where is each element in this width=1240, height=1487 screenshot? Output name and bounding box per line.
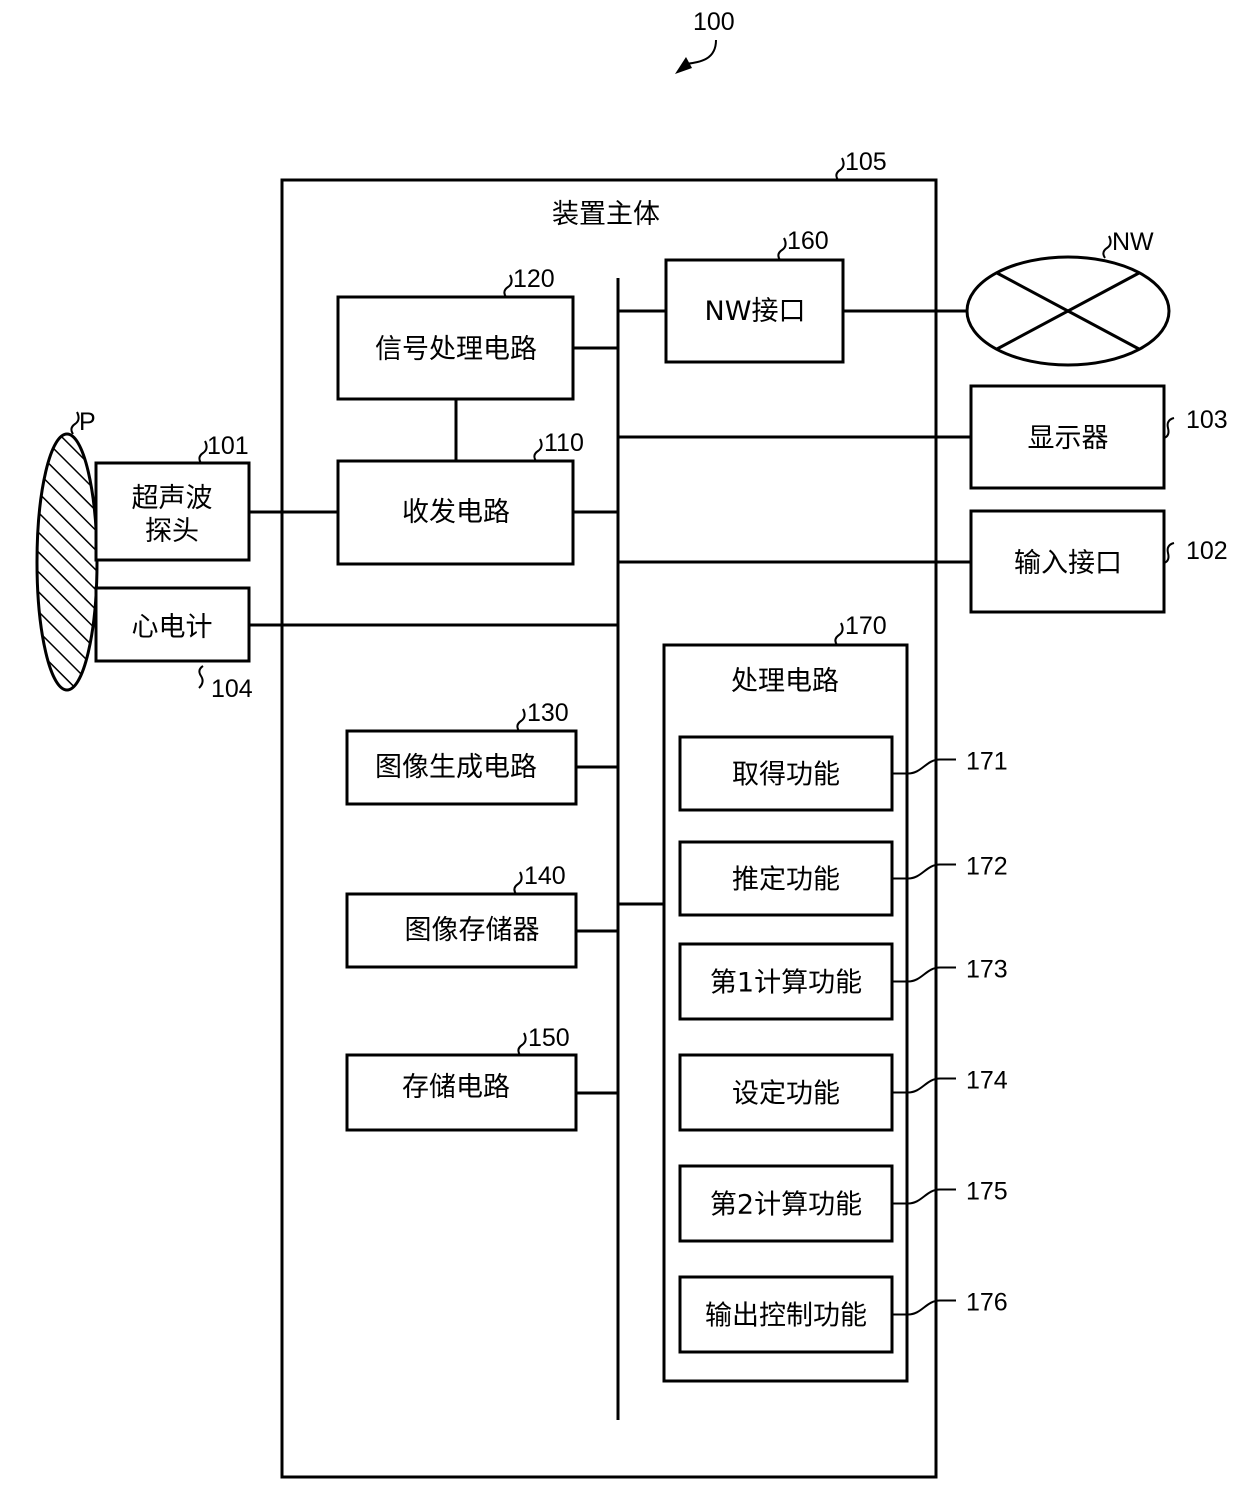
figure-ref-arrow xyxy=(686,40,716,64)
main-body-title: 装置主体 xyxy=(552,199,660,230)
processing-ref: 170 xyxy=(845,612,887,640)
image-generation-label: 图像生成电路 xyxy=(375,752,537,783)
function-block: 输出控制功能 176 xyxy=(680,1277,1008,1352)
function-ref: 172 xyxy=(966,853,1008,881)
input-interface-label: 输入接口 xyxy=(1014,548,1122,579)
figure-ref-label: 100 xyxy=(693,8,735,36)
electrocardiograph: 104 心电计 xyxy=(96,588,253,703)
function-ref: 176 xyxy=(966,1289,1008,1317)
signal-processing-ref: 120 xyxy=(513,265,555,293)
image-memory-label: 图像存储器 xyxy=(405,915,540,946)
signal-processing-label: 信号处理电路 xyxy=(375,334,537,365)
function-block: 第2计算功能 175 xyxy=(680,1166,1008,1241)
function-ref: 174 xyxy=(966,1067,1008,1095)
function-label: 第1计算功能 xyxy=(710,968,862,999)
image-memory-ref: 140 xyxy=(524,862,566,890)
input-interface-ref: 102 xyxy=(1186,537,1228,565)
probe-label-line1: 超声波 xyxy=(132,483,213,514)
leader-p xyxy=(71,412,78,434)
function-block: 取得功能 171 xyxy=(680,737,1008,810)
function-block: 推定功能 172 xyxy=(680,842,1008,915)
function-label: 输出控制功能 xyxy=(705,1301,867,1332)
nw-interface-ref: 160 xyxy=(787,227,829,255)
ecg-ref: 104 xyxy=(211,675,253,703)
transceiver-ref: 110 xyxy=(544,429,584,457)
display: 103 显示器 xyxy=(971,386,1228,488)
network: NW xyxy=(967,228,1169,365)
leader-105 xyxy=(836,158,843,180)
probe-ref: 101 xyxy=(207,432,249,460)
storage-label: 存储电路 xyxy=(402,1072,510,1103)
function-ref: 171 xyxy=(966,748,1008,776)
probe-label-line2: 探头 xyxy=(145,516,199,547)
main-body-ref: 105 xyxy=(845,148,887,176)
patient-shape xyxy=(37,434,97,690)
transceiver-label: 收发电路 xyxy=(402,497,510,528)
function-ref: 175 xyxy=(966,1178,1008,1206)
nw-interface-label: NW接口 xyxy=(705,296,806,327)
function-block: 第1计算功能 173 xyxy=(680,944,1008,1019)
function-label: 取得功能 xyxy=(732,760,840,791)
ultrasound-probe: 101 超声波 探头 xyxy=(96,432,249,560)
display-ref: 103 xyxy=(1186,406,1228,434)
display-label: 显示器 xyxy=(1028,423,1109,454)
function-ref: 173 xyxy=(966,956,1008,984)
function-block: 设定功能 174 xyxy=(680,1055,1008,1130)
leader-101 xyxy=(199,441,206,463)
processing-label: 处理电路 xyxy=(731,666,839,697)
function-label: 第2计算功能 xyxy=(710,1190,862,1221)
network-ref: NW xyxy=(1112,228,1154,256)
arrowhead-icon xyxy=(675,57,692,74)
patient-ref: P xyxy=(79,408,96,436)
leader-104 xyxy=(199,666,203,688)
storage-ref: 150 xyxy=(528,1024,570,1052)
function-label: 设定功能 xyxy=(732,1079,840,1110)
function-label: 推定功能 xyxy=(732,865,840,896)
patient: P xyxy=(37,408,97,690)
ecg-label: 心电计 xyxy=(132,612,213,643)
figure-ref: 100 xyxy=(675,8,735,74)
leader-nw xyxy=(1103,236,1110,258)
input-interface: 102 输入接口 xyxy=(971,511,1228,612)
image-generation-ref: 130 xyxy=(527,699,569,727)
